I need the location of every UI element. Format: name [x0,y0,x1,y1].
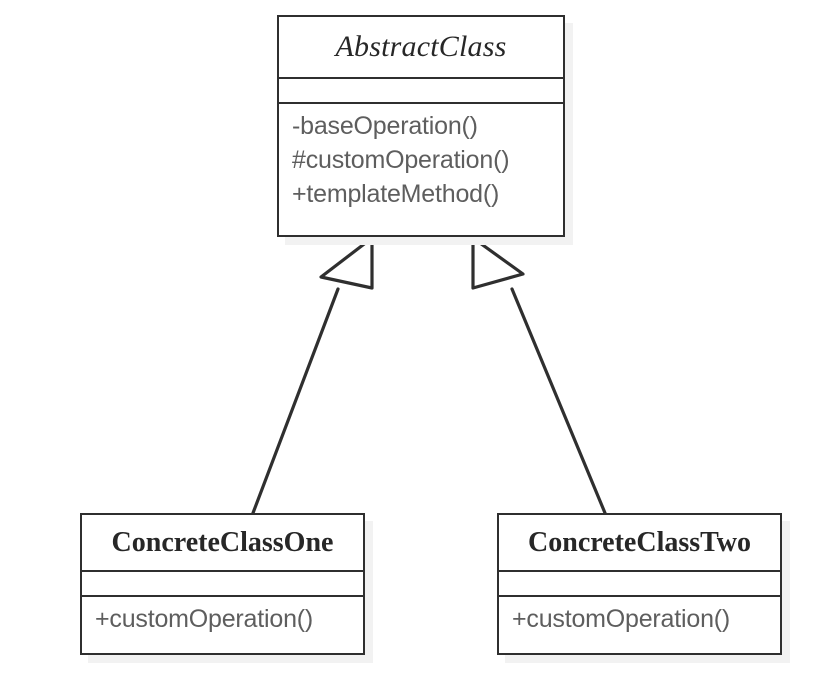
generalization-line-concrete-one [251,287,340,515]
uml-class-abstract-class[interactable]: AbstractClass -baseOperation() #customOp… [277,15,565,237]
uml-class-concrete-class-two[interactable]: ConcreteClassTwo +customOperation() [497,513,782,655]
operation-item: #customOperation() [292,146,510,174]
class-attributes-compartment-concrete-one [82,572,363,597]
operation-item: +customOperation() [512,605,731,633]
class-operations-compartment-concrete-two: +customOperation() [499,597,780,652]
class-name-compartment-concrete-two: ConcreteClassTwo [499,515,780,572]
class-name-concrete-class-one: ConcreteClassOne [111,526,334,558]
class-name-concrete-class-two: ConcreteClassTwo [528,526,751,558]
generalization-line-concrete-two [510,287,607,515]
hollow-triangle-arrowhead-concrete-two [471,236,525,290]
generalization-concrete-one [251,236,374,515]
class-attributes-compartment-concrete-two [499,572,780,597]
uml-class-concrete-class-one[interactable]: ConcreteClassOne +customOperation() [80,513,365,655]
operation-item: +templateMethod() [292,180,500,208]
class-attributes-compartment-abstract [279,79,563,104]
class-operations-compartment-abstract: -baseOperation() #customOperation() +tem… [279,104,563,232]
operation-item: +customOperation() [95,605,314,633]
generalization-concrete-two [471,236,607,515]
class-name-compartment-concrete-one: ConcreteClassOne [82,515,363,572]
hollow-triangle-arrowhead-concrete-one [319,236,374,290]
class-operations-compartment-concrete-one: +customOperation() [82,597,363,652]
class-name-compartment-abstract: AbstractClass [279,17,563,79]
class-name-abstract-class: AbstractClass [335,30,507,63]
operation-item: -baseOperation() [292,112,478,140]
